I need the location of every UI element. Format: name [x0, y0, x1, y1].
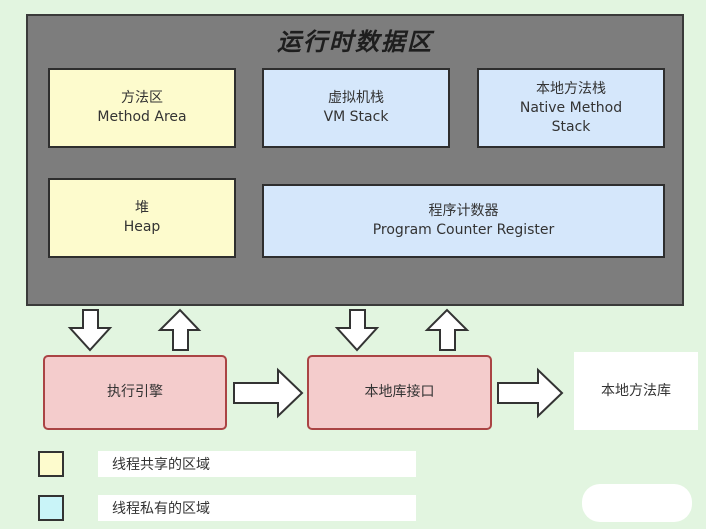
legend-shared-label: 线程共享的区域 — [98, 451, 416, 477]
native-stack-zh: 本地方法栈 — [536, 80, 606, 97]
legend-private-swatch — [38, 495, 64, 521]
native-stack-en-line2: Stack — [551, 118, 591, 135]
up-arrow-icon — [157, 308, 202, 351]
right-arrow-icon — [233, 367, 304, 419]
up-arrow-icon — [424, 308, 470, 351]
runtime-data-area-title: 运行时数据区 — [277, 28, 433, 56]
execution-engine-block: 执行引擎 — [43, 355, 227, 430]
execution-engine-label: 执行引擎 — [107, 384, 163, 400]
down-arrow-icon — [67, 309, 113, 352]
heap-block: 堆 Heap — [48, 178, 236, 258]
legend-private-label: 线程私有的区域 — [98, 495, 416, 521]
native-stack-en-line1: Native Method — [519, 99, 623, 116]
native-interface-block: 本地库接口 — [307, 355, 492, 430]
native-library-block: 本地方法库 — [574, 352, 698, 430]
method-area-en: Method Area — [97, 109, 187, 125]
vm-stack-block: 虚拟机栈 VM Stack — [262, 68, 450, 148]
vm-stack-zh: 虚拟机栈 — [328, 90, 384, 106]
pc-register-block: 程序计数器 Program Counter Register — [262, 184, 665, 258]
pc-register-en: Program Counter Register — [372, 222, 555, 238]
heap-en: Heap — [123, 219, 161, 235]
legend-shared-swatch — [38, 451, 64, 477]
native-library-label: 本地方法库 — [601, 382, 671, 399]
method-area-zh: 方法区 — [121, 90, 163, 106]
pc-register-zh: 程序计数器 — [428, 203, 499, 219]
vm-stack-en: VM Stack — [323, 109, 389, 125]
right-arrow-icon — [497, 367, 564, 419]
heap-zh: 堆 — [135, 200, 149, 216]
native-method-stack-block: 本地方法栈 Native Method Stack — [477, 68, 665, 148]
down-arrow-icon — [334, 309, 380, 352]
white-blob-decoration — [582, 484, 692, 522]
native-interface-label: 本地库接口 — [364, 384, 435, 400]
method-area-block: 方法区 Method Area — [48, 68, 236, 148]
